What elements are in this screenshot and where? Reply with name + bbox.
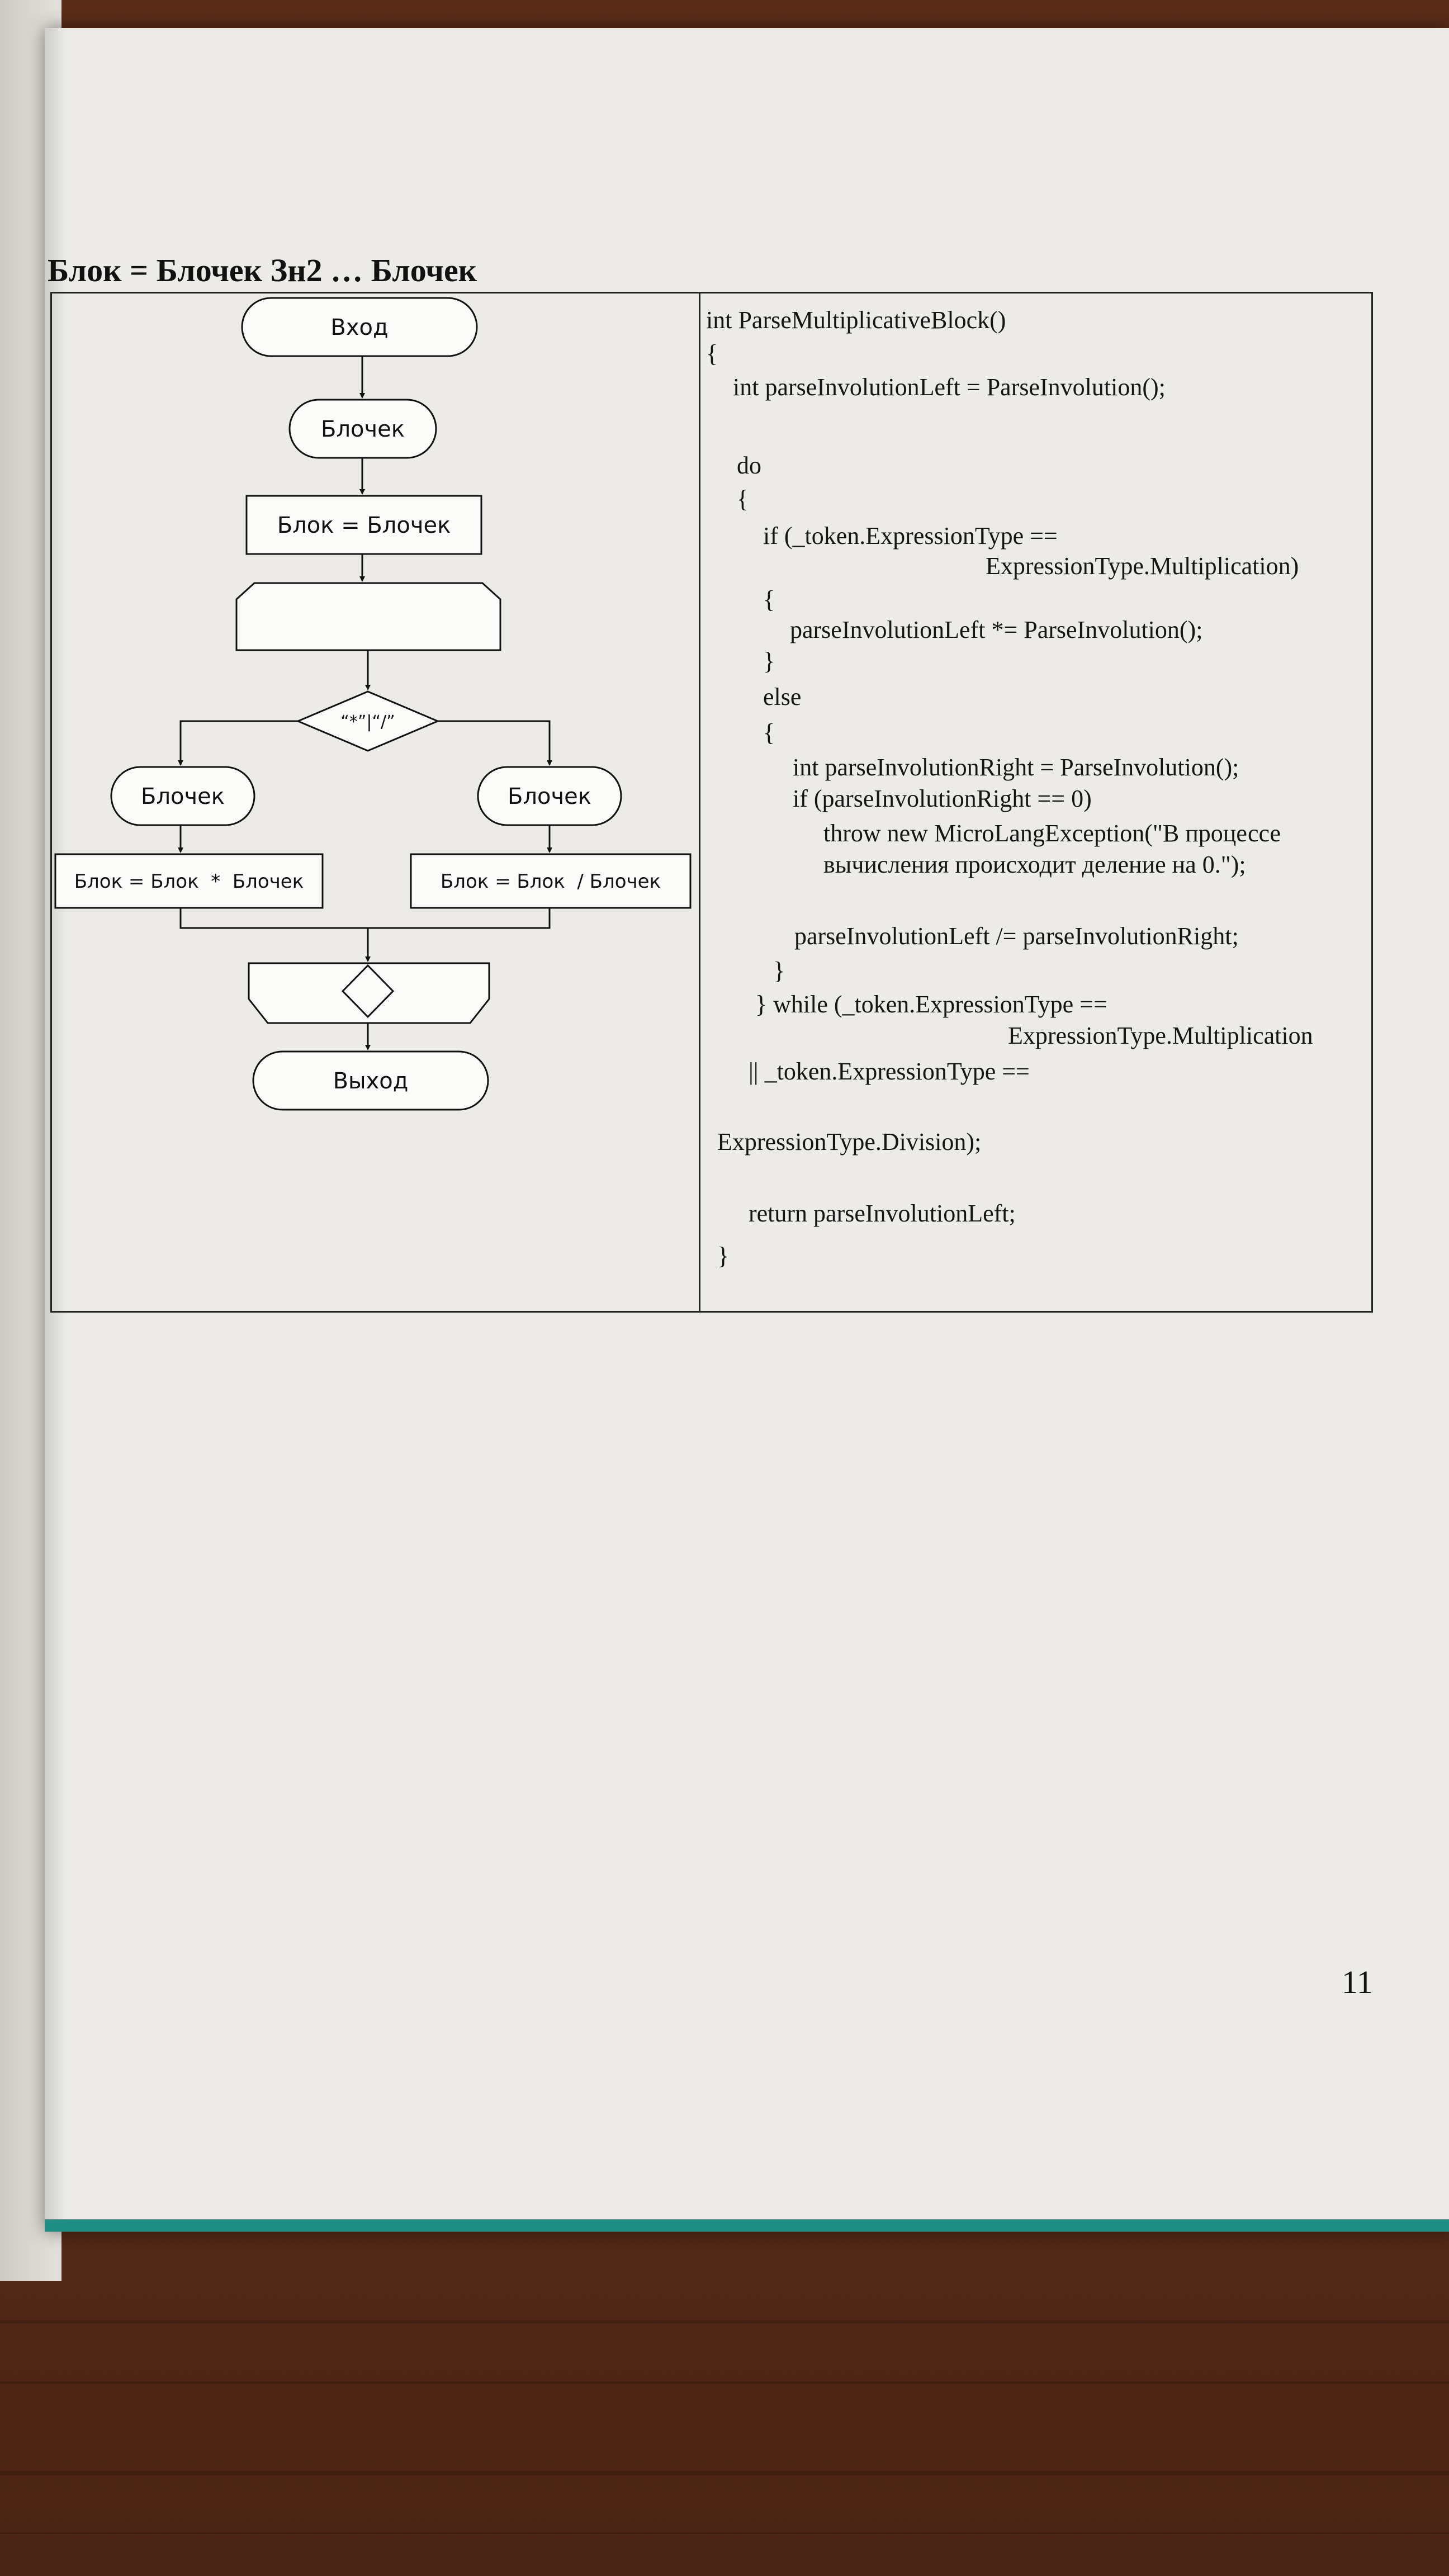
code-line: {: [763, 719, 775, 746]
code-line: {: [706, 340, 718, 367]
code-line: ExpressionType.Multiplication: [1008, 1022, 1313, 1049]
blochek-right-label: Блочек: [508, 784, 591, 809]
table-divider: [699, 293, 700, 1311]
start-terminator: [241, 297, 478, 357]
book-page: [45, 28, 1449, 2232]
assign-top-label: Блок = Блочек: [277, 513, 451, 538]
code-listing: int ParseMultiplicativeBlock() { int par…: [706, 293, 1366, 1311]
code-line: do: [737, 452, 761, 479]
code-line: {: [737, 485, 749, 513]
decision-label: “*”|“/”: [340, 712, 395, 732]
start-label: Вход: [330, 315, 388, 340]
end-terminator: [252, 1050, 489, 1111]
code-line: } while (_token.ExpressionType ==: [755, 991, 1107, 1018]
page-gutter-shadow: [45, 28, 67, 2219]
flowchart: Вход Блочек Блок = Блочек “*”|“/” Блочек…: [54, 297, 692, 1111]
code-line: }: [773, 957, 785, 984]
section-heading: Блок = Блочек Зн2 … Блочек: [48, 252, 477, 288]
code-line: || _token.ExpressionType ==: [749, 1058, 1030, 1085]
assign-top-process: [245, 495, 482, 555]
connector-div-merge: [368, 908, 551, 929]
content-table: Вход Блочек Блок = Блочек “*”|“/” Блочек…: [50, 292, 1373, 1313]
code-line: {: [763, 586, 775, 613]
code-line: parseInvolutionLeft *= ParseInvolution()…: [790, 616, 1203, 643]
assign-mul-label: Блок = Блок * Блочек: [74, 870, 304, 893]
assign-div-process: [410, 853, 692, 909]
assign-div-label: Блок = Блок / Блочек: [441, 870, 661, 893]
end-label: Выход: [333, 1068, 409, 1094]
assign-mul-process: [54, 853, 324, 909]
code-line: if (_token.ExpressionType ==: [763, 522, 1058, 550]
code-line: вычисления происходит деление на 0.");: [823, 851, 1246, 878]
code-line: int parseInvolutionRight = ParseInvoluti…: [793, 754, 1239, 781]
code-line: throw new MicroLangException("В процессе: [823, 820, 1281, 847]
code-line: if (parseInvolutionRight == 0): [793, 785, 1092, 812]
code-line: ExpressionType.Division);: [717, 1128, 982, 1156]
code-line: }: [717, 1242, 730, 1270]
blochek-left-label: Блочек: [141, 784, 225, 809]
code-line: return parseInvolutionLeft;: [749, 1200, 1016, 1227]
code-line: int ParseMultiplicativeBlock(): [706, 306, 1006, 334]
connector-decision-left: [178, 720, 298, 766]
blochek-left-terminator: [110, 766, 255, 826]
loop-start-shape: [235, 582, 501, 651]
loop-end-diamond: [341, 964, 395, 1019]
code-line: }: [763, 647, 775, 675]
code-line: parseInvolutionLeft /= parseInvolutionRi…: [794, 922, 1239, 950]
blochek-top-label: Блочек: [321, 416, 405, 442]
connector-decision-right: [438, 720, 552, 766]
connector-mul-merge: [179, 908, 368, 929]
code-line: else: [763, 683, 802, 711]
code-line: int parseInvolutionLeft = ParseInvolutio…: [733, 373, 1166, 401]
page-number: 11: [1342, 1964, 1373, 2000]
code-line: ExpressionType.Multiplication): [986, 552, 1299, 580]
